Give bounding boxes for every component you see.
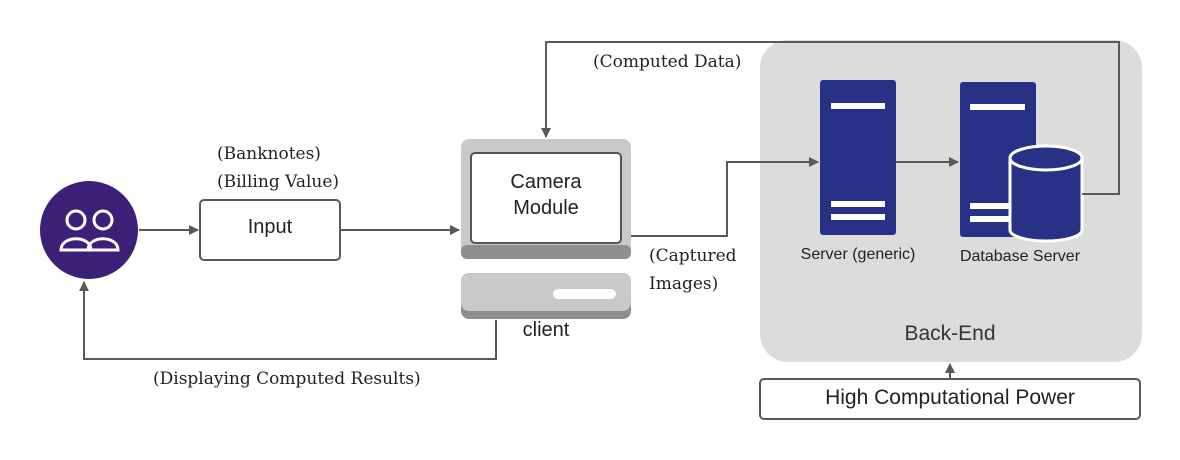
high-power-label: High Computational Power xyxy=(825,386,1075,409)
database-server-label: Database Server xyxy=(959,248,1081,265)
users-icon xyxy=(40,181,138,279)
input-label: Input xyxy=(247,216,293,238)
server-generic-label: Server (generic) xyxy=(800,246,916,263)
camera-module-label-line1: Camera xyxy=(510,171,582,193)
arrow-client-to-user xyxy=(79,281,497,360)
arrow-camera-to-server xyxy=(631,157,819,237)
displaying-results-label: (Displaying Computed Results) xyxy=(153,369,421,389)
client-label: client xyxy=(522,319,570,341)
backend-panel xyxy=(760,40,1142,362)
banknotes-label: (Banknotes) xyxy=(217,144,321,164)
billing-value-label: (Billing Value) xyxy=(217,172,340,192)
server-icon xyxy=(820,80,896,235)
captured-images-label-line1: (Captured xyxy=(649,246,737,266)
camera-module-label-line2: Module xyxy=(513,197,579,219)
monitor-icon xyxy=(461,139,631,319)
back-end-label: Back-End xyxy=(904,322,996,345)
computed-data-label: (Computed Data) xyxy=(593,52,742,72)
database-icon xyxy=(960,82,1084,243)
captured-images-label-line2: Images) xyxy=(649,274,719,294)
input-box xyxy=(199,199,341,261)
arrow-db-to-camera xyxy=(541,41,1120,195)
